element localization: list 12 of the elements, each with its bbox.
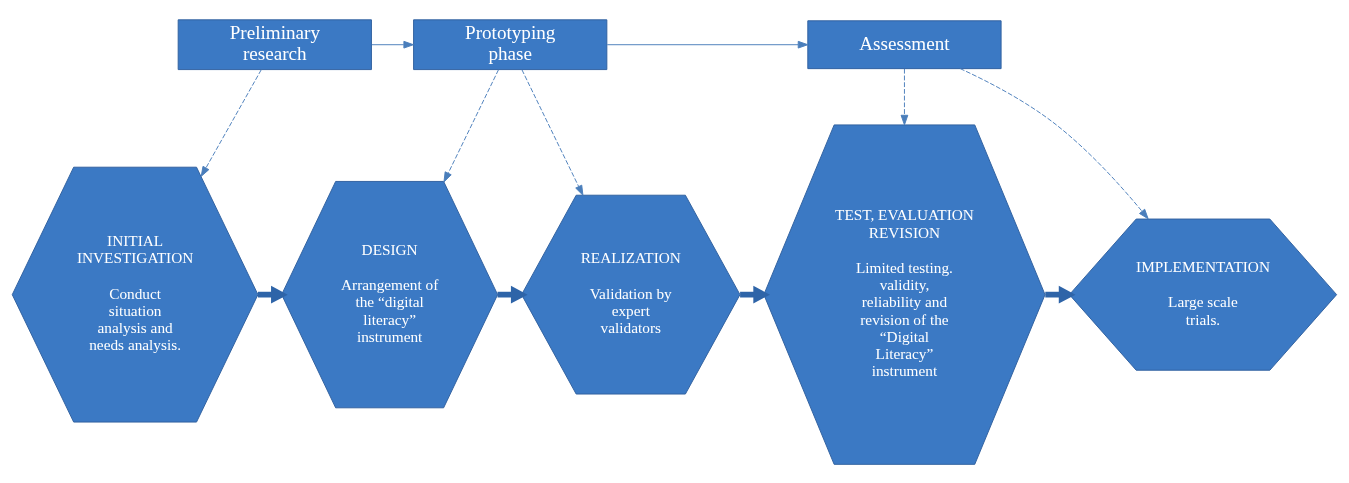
arrow <box>606 40 809 49</box>
arrow <box>1045 285 1076 303</box>
arrow <box>959 67 1149 219</box>
arrow <box>443 68 499 182</box>
arrow <box>497 285 528 303</box>
node-box: Assessment <box>807 19 1002 69</box>
node-box: Prototyping phase <box>413 18 608 70</box>
arrow <box>371 40 414 49</box>
arrow <box>900 68 909 125</box>
arrow <box>200 68 262 177</box>
node-box: Preliminary research <box>177 18 372 70</box>
arrow <box>521 68 584 196</box>
